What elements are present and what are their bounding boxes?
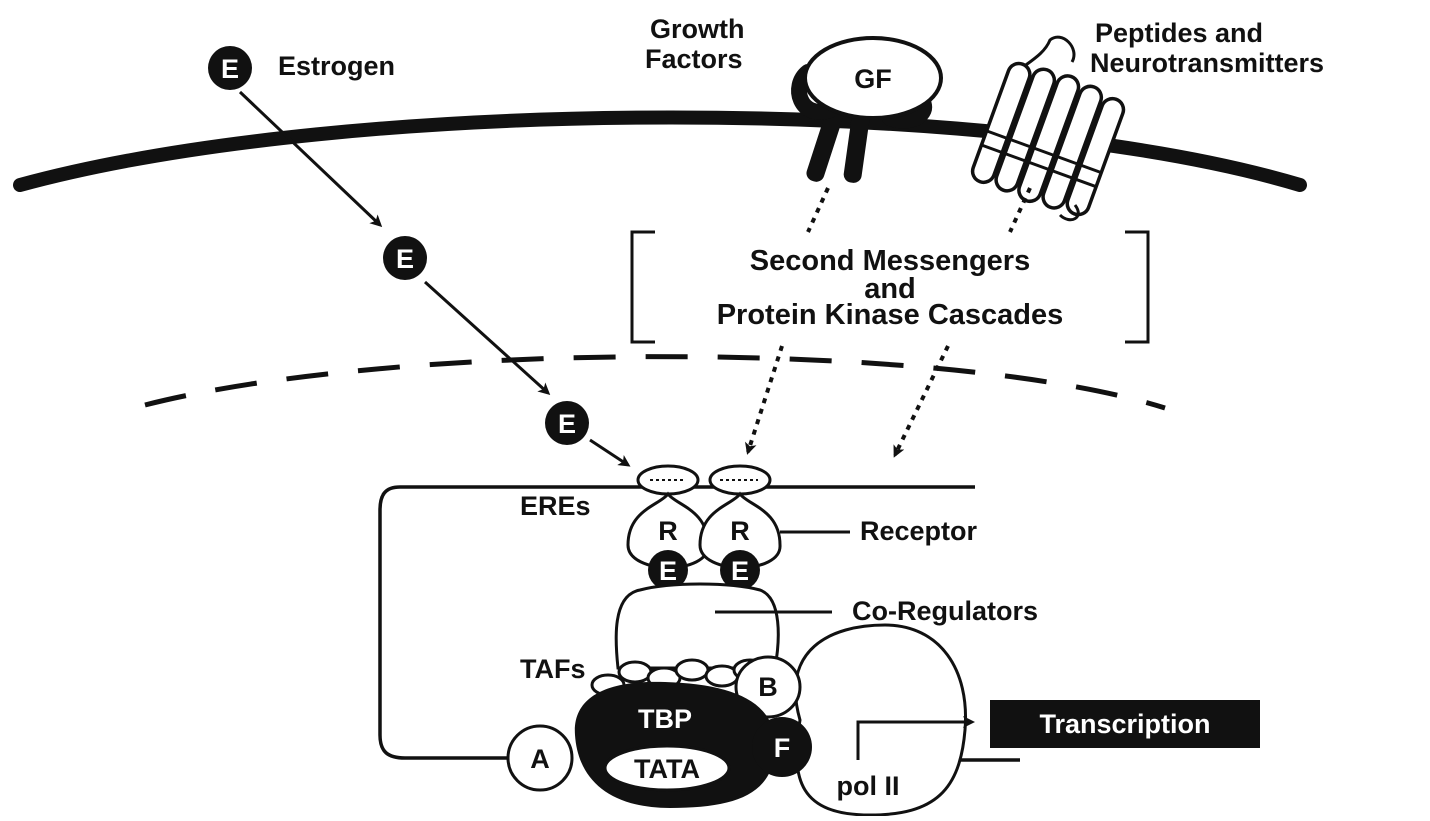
pol-ii: pol II bbox=[796, 625, 966, 815]
tfiia: A bbox=[508, 726, 572, 790]
kinase-dotted-arrow-2 bbox=[895, 346, 948, 455]
svg-text:R: R bbox=[658, 516, 678, 546]
co-regulators-complex bbox=[616, 584, 778, 668]
growth-factors-label-2: Factors bbox=[645, 44, 743, 74]
estrogen-molecule-cytoplasm: E bbox=[383, 236, 427, 280]
estrogen-molecule-nucleus: E bbox=[545, 401, 589, 445]
receptor-label: Receptor bbox=[860, 516, 978, 546]
neurotransmitters-label: Neurotransmitters bbox=[1090, 48, 1324, 78]
tafs-label: TAFs bbox=[520, 654, 586, 684]
estrogen-molecule-outside: E bbox=[208, 46, 252, 90]
svg-text:A: A bbox=[530, 744, 550, 774]
svg-text:TATA: TATA bbox=[634, 754, 700, 784]
kinase-dotted-arrow-1 bbox=[748, 346, 782, 452]
estrogen-arrow-1 bbox=[240, 92, 380, 225]
svg-text:Transcription: Transcription bbox=[1039, 709, 1210, 739]
svg-text:E: E bbox=[221, 54, 239, 84]
svg-text:B: B bbox=[758, 672, 778, 702]
tbp-complex: TBP TATA bbox=[575, 682, 775, 808]
svg-text:pol II: pol II bbox=[837, 771, 900, 801]
tfiif: F bbox=[752, 717, 812, 777]
svg-text:GF: GF bbox=[854, 64, 892, 94]
nuclear-membrane bbox=[145, 357, 1165, 408]
growth-factors-label: Growth bbox=[650, 14, 745, 44]
svg-text:TBP: TBP bbox=[638, 704, 692, 734]
estrogen-arrow-3 bbox=[590, 440, 628, 465]
eres-label: EREs bbox=[520, 491, 591, 521]
estrogen-arrow-2 bbox=[425, 282, 548, 393]
svg-text:R: R bbox=[730, 516, 750, 546]
estrogen-label: Estrogen bbox=[278, 51, 395, 81]
svg-text:E: E bbox=[659, 556, 677, 586]
receptor-dimer: R R E E bbox=[628, 494, 780, 590]
svg-text:F: F bbox=[774, 733, 791, 763]
growth-factor-ligand: GF bbox=[805, 38, 941, 118]
peptides-label: Peptides and bbox=[1095, 18, 1263, 48]
ere-elements bbox=[638, 466, 770, 494]
svg-text:E: E bbox=[558, 409, 576, 439]
co-regulators-label: Co-Regulators bbox=[852, 596, 1038, 626]
second-messengers-box: Second Messengers and Protein Kinase Cas… bbox=[632, 232, 1148, 342]
svg-text:E: E bbox=[396, 244, 414, 274]
gf-dotted-arrow-1 bbox=[808, 188, 828, 232]
svg-text:Protein Kinase Cascades: Protein Kinase Cascades bbox=[717, 299, 1064, 331]
svg-text:E: E bbox=[731, 556, 749, 586]
transcription-box: Transcription bbox=[990, 700, 1260, 748]
